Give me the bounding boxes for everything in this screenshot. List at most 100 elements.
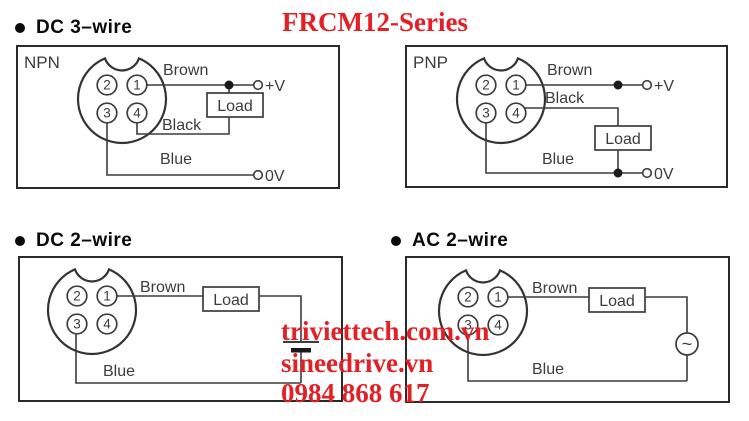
heading-dc-2-wire-label: DC 2–wire [36, 230, 133, 251]
blue-label: Blue [542, 151, 574, 168]
brown-label: Brown [140, 279, 185, 296]
page-title: FRCM12-Series [282, 7, 468, 37]
heading-dc-3-wire-label: DC 3–wire [36, 17, 133, 38]
blue-wire [106, 123, 258, 176]
junction-dot [224, 80, 234, 90]
pin-2-label: 2 [482, 78, 490, 93]
pin-3 [66, 313, 88, 335]
blue-label: Blue [532, 361, 564, 378]
black-wire [524, 107, 619, 126]
npn-diagram: NPN 2 1 3 4 Load +V 0V Brown Black Blue [16, 45, 340, 189]
load-label: Load [217, 98, 253, 115]
pnp-type-label: PNP [413, 53, 448, 72]
terminal-plus-v [252, 79, 264, 91]
pin-1 [126, 74, 148, 96]
pin-1-label: 1 [133, 78, 141, 93]
watermark-line-1: triviettech.com.vn [281, 316, 490, 346]
pin-3-label: 3 [482, 106, 490, 121]
pin-2-label: 2 [464, 290, 472, 305]
pin-1-label: 1 [512, 78, 520, 93]
pin-4-label: 4 [133, 106, 141, 121]
connector-face: 2 1 3 4 [437, 268, 529, 357]
load-label: Load [213, 292, 249, 309]
pin-1-label: 1 [103, 289, 111, 304]
pin-2-label: 2 [73, 289, 81, 304]
load-bottom-wire [617, 150, 647, 174]
pin-4 [505, 102, 527, 124]
bullet-icon [15, 23, 25, 33]
bullet-icon [15, 236, 25, 246]
blue-wire [75, 334, 301, 384]
pin-3-label: 3 [464, 318, 472, 333]
plus-v-label: +V [654, 78, 674, 95]
brown-label: Brown [532, 280, 577, 297]
load-label: Load [599, 293, 635, 310]
pin-1 [505, 74, 527, 96]
brown-label: Brown [163, 62, 208, 79]
brown-label: Brown [547, 62, 592, 79]
pin-3-label: 3 [103, 106, 111, 121]
pin-1 [96, 285, 118, 307]
pin-3 [475, 102, 497, 124]
connector-face: 2 1 3 4 [46, 267, 138, 356]
blue-label: Blue [103, 363, 135, 380]
connector-face: 2 1 3 4 [455, 56, 547, 145]
ac2-frame [405, 256, 730, 403]
pin-2 [96, 74, 118, 96]
pin-1 [487, 286, 509, 308]
pin-2-label: 2 [103, 78, 111, 93]
black-label: Black [162, 117, 202, 134]
heading-dc-3-wire: DC 3–wire [15, 17, 132, 39]
load-label: Load [605, 131, 641, 148]
connector-outline [76, 56, 168, 145]
pin-4-label: 4 [512, 106, 520, 121]
pin-4 [96, 313, 118, 335]
load-box [202, 286, 260, 312]
terminal-zero-v [252, 169, 264, 181]
load-right-wire [645, 296, 688, 333]
connector-outline [455, 56, 547, 145]
ac-source-icon: ~ [675, 332, 699, 356]
pin-2 [475, 74, 497, 96]
pin-4-label: 4 [103, 317, 111, 332]
junction-dot-plus [613, 80, 623, 90]
ac-source-label: ~ [682, 334, 693, 354]
pin-4-label: 4 [494, 318, 502, 333]
connector-outline [46, 267, 138, 356]
ac-2-wire-diagram: 2 1 3 4 ~ Load Brown Blue [405, 256, 730, 403]
pin-4 [487, 314, 509, 336]
watermark-line-3: 0984 868 617 [281, 378, 430, 408]
junction-dot-zero [613, 168, 623, 178]
bullet-icon [391, 236, 401, 246]
black-wire [136, 117, 230, 135]
black-label: Black [545, 90, 585, 107]
pin-4 [126, 102, 148, 124]
blue-label: Blue [160, 151, 192, 168]
pin-2 [66, 285, 88, 307]
load-right-wire [259, 295, 302, 342]
npn-type-label: NPN [24, 53, 60, 72]
plus-v-label: +V [265, 78, 285, 95]
heading-ac-2-wire-label: AC 2–wire [412, 230, 509, 251]
npn-frame [16, 45, 340, 189]
pin-2 [457, 286, 479, 308]
pnp-frame [405, 45, 728, 188]
dc2-frame [18, 256, 343, 402]
zero-v-label: 0V [265, 168, 285, 185]
watermark-line-2: sineedrive.vn [281, 348, 434, 378]
connector-face: 2 1 3 4 [76, 56, 168, 145]
battery-icon [283, 341, 319, 353]
terminal-plus-v [641, 79, 653, 91]
pin-3 [96, 102, 118, 124]
battery-short-plate [291, 348, 311, 353]
zero-v-label: 0V [654, 166, 674, 183]
pin-1-label: 1 [494, 290, 502, 305]
pnp-diagram: PNP 2 1 3 4 Load +V 0V Brown Black Blue [405, 45, 728, 188]
heading-ac-2-wire: AC 2–wire [391, 230, 508, 252]
terminal-zero-v [641, 167, 653, 179]
blue-wire [485, 123, 618, 174]
dc-2-wire-diagram: 2 1 3 4 Load Brown Blue [18, 256, 343, 402]
load-box [594, 125, 652, 151]
blue-wire [467, 335, 687, 382]
